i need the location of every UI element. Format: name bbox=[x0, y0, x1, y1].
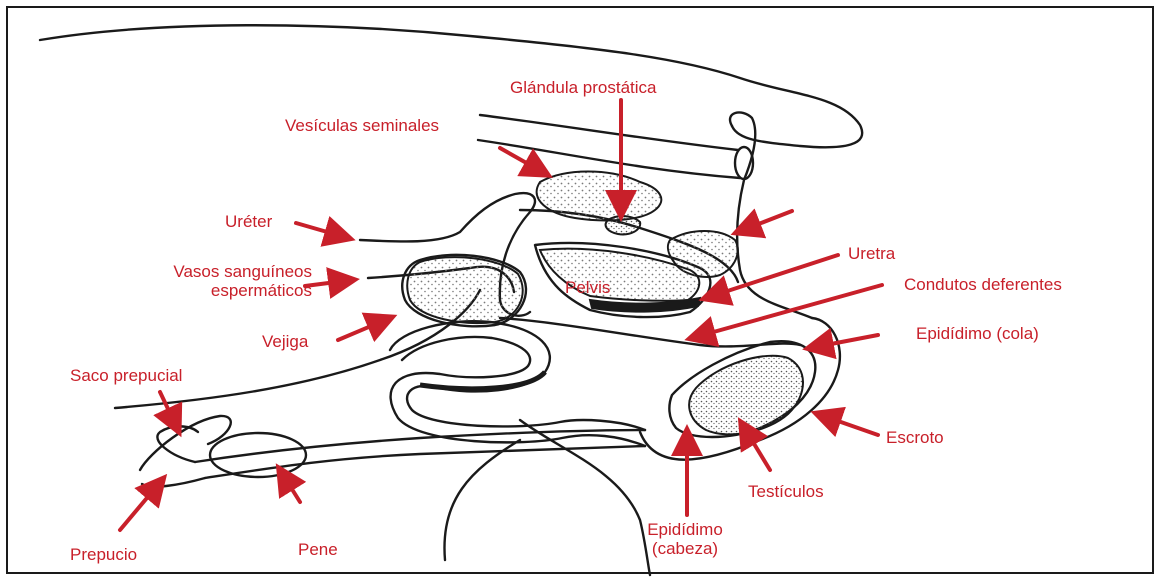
label-urethra: Uretra bbox=[848, 244, 895, 263]
label-epididymis-head: Epidídimo (cabeza) bbox=[610, 520, 760, 558]
label-testicles: Testículos bbox=[748, 482, 824, 501]
label-ureter: Uréter bbox=[225, 212, 272, 231]
arrow-penis bbox=[280, 470, 300, 502]
glands bbox=[407, 172, 803, 435]
arrow-bulbouretral-gland bbox=[738, 211, 792, 232]
label-prepuce: Prepucio bbox=[70, 545, 137, 564]
label-blood-vessels-line1: Vasos sanguíneos bbox=[100, 262, 312, 281]
label-pelvis: Pelvis bbox=[565, 278, 610, 297]
arrow-preputial-sac bbox=[160, 392, 178, 430]
arrow-blood-vessels bbox=[305, 280, 352, 286]
label-prostatic-gland: Glándula prostática bbox=[510, 78, 656, 97]
arrow-prepuce bbox=[120, 480, 162, 530]
arrow-seminal-vesicles bbox=[500, 148, 546, 174]
label-epididymis-head-line1: Epidídimo bbox=[610, 520, 760, 539]
label-scrotum: Escroto bbox=[886, 428, 944, 447]
label-preputial-sac: Saco prepucial bbox=[70, 366, 182, 385]
label-vas-deferens: Condutos deferentes bbox=[904, 275, 1062, 294]
label-epididymis-head-line2: (cabeza) bbox=[610, 539, 760, 558]
arrow-scrotum bbox=[818, 414, 878, 435]
label-seminal-vesicles: Vesículas seminales bbox=[285, 116, 439, 135]
label-penis: Pene bbox=[298, 540, 338, 559]
arrow-ureter bbox=[296, 223, 348, 238]
label-epididymis-tail: Epidídimo (cola) bbox=[916, 324, 1039, 343]
arrow-bladder bbox=[338, 318, 390, 340]
label-bladder: Vejiga bbox=[262, 332, 308, 351]
label-blood-vessels-line2: espermáticos bbox=[100, 281, 312, 300]
arrow-epididymis-tail bbox=[810, 335, 878, 348]
label-blood-vessels: Vasos sanguíneos espermáticos bbox=[100, 262, 312, 300]
